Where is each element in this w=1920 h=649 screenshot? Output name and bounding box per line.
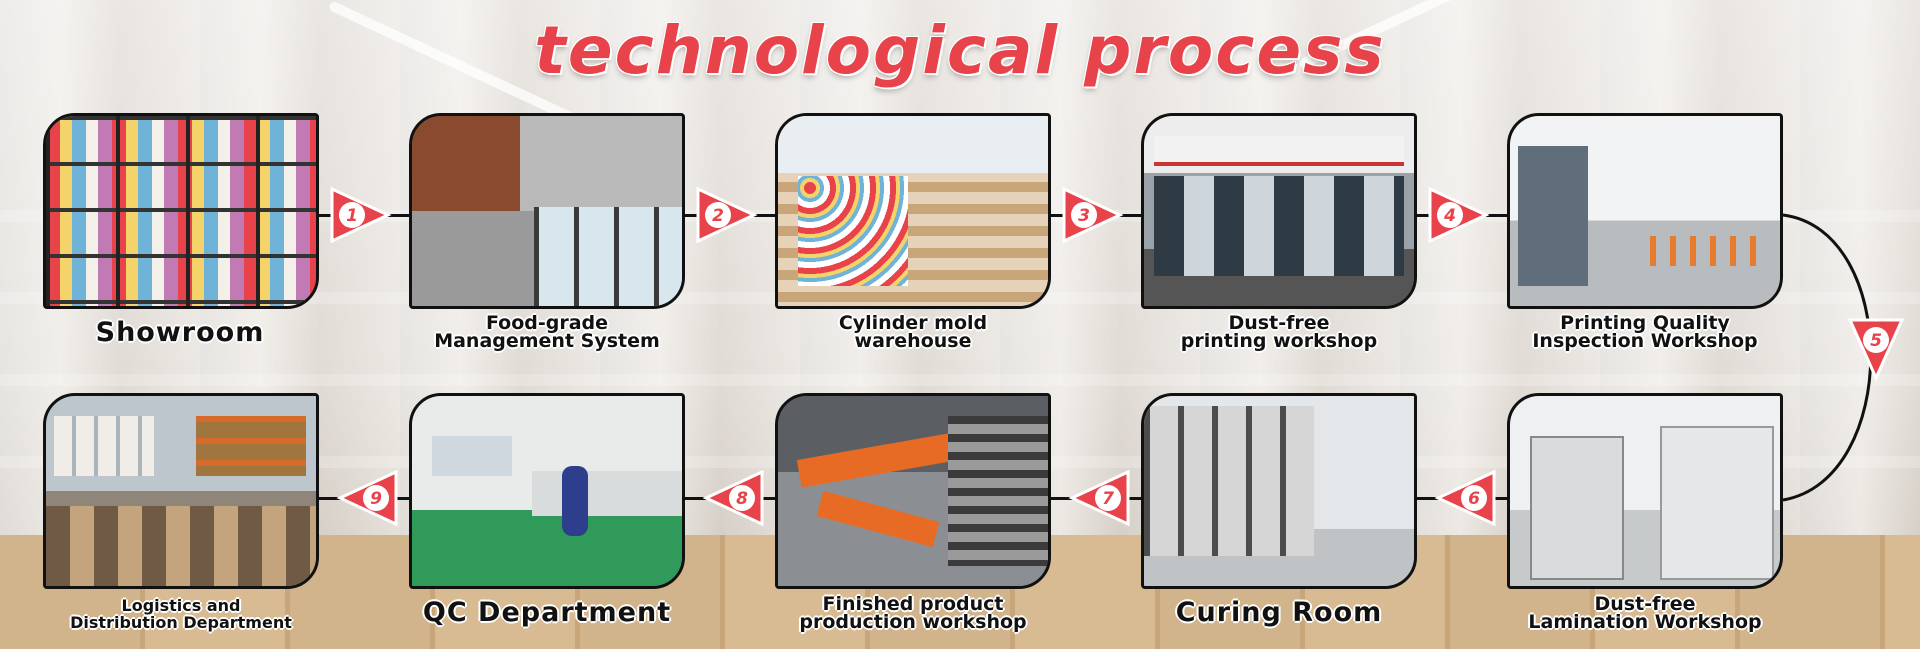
photo-lamination-workshop	[1507, 393, 1783, 589]
step-1-arrow-icon: 1	[330, 186, 392, 244]
photo-food-grade-system	[409, 113, 685, 309]
step-6-arrow-icon: 6	[1434, 469, 1496, 527]
photo-qc-department	[409, 393, 685, 589]
page-title: technological process	[534, 12, 1386, 89]
label-showroom: Showroom	[95, 317, 265, 348]
step-4-number: 4	[1443, 206, 1456, 226]
label-curing-room: Curing Room	[1175, 597, 1383, 628]
step-3-number: 3	[1078, 206, 1090, 226]
label-qc-department: QC Department	[422, 597, 672, 628]
step-8-arrow-icon: 8	[702, 469, 764, 527]
step-6-number: 6	[1468, 489, 1480, 509]
step-5-arrow-icon: 5	[1847, 318, 1905, 382]
step-2-number: 2	[712, 206, 724, 226]
step-4-arrow-icon: 4	[1428, 186, 1490, 244]
photo-showroom	[43, 113, 319, 309]
photo-curing-room	[1141, 393, 1417, 589]
step-5-number: 5	[1870, 331, 1882, 351]
photo-logistics	[43, 393, 319, 589]
step-8-number: 8	[736, 489, 748, 509]
step-9-arrow-icon: 9	[336, 469, 398, 527]
step-3-arrow-icon: 3	[1062, 186, 1124, 244]
step-7-arrow-icon: 7	[1068, 469, 1130, 527]
step-7-number: 7	[1102, 489, 1114, 509]
step-2-arrow-icon: 2	[696, 186, 758, 244]
photo-finished-product	[775, 393, 1051, 589]
step-1-number: 1	[346, 206, 358, 226]
step-9-number: 9	[370, 489, 382, 509]
photo-quality-inspection	[1507, 113, 1783, 309]
photo-printing-workshop	[1141, 113, 1417, 309]
photo-cylinder-warehouse	[775, 113, 1051, 309]
